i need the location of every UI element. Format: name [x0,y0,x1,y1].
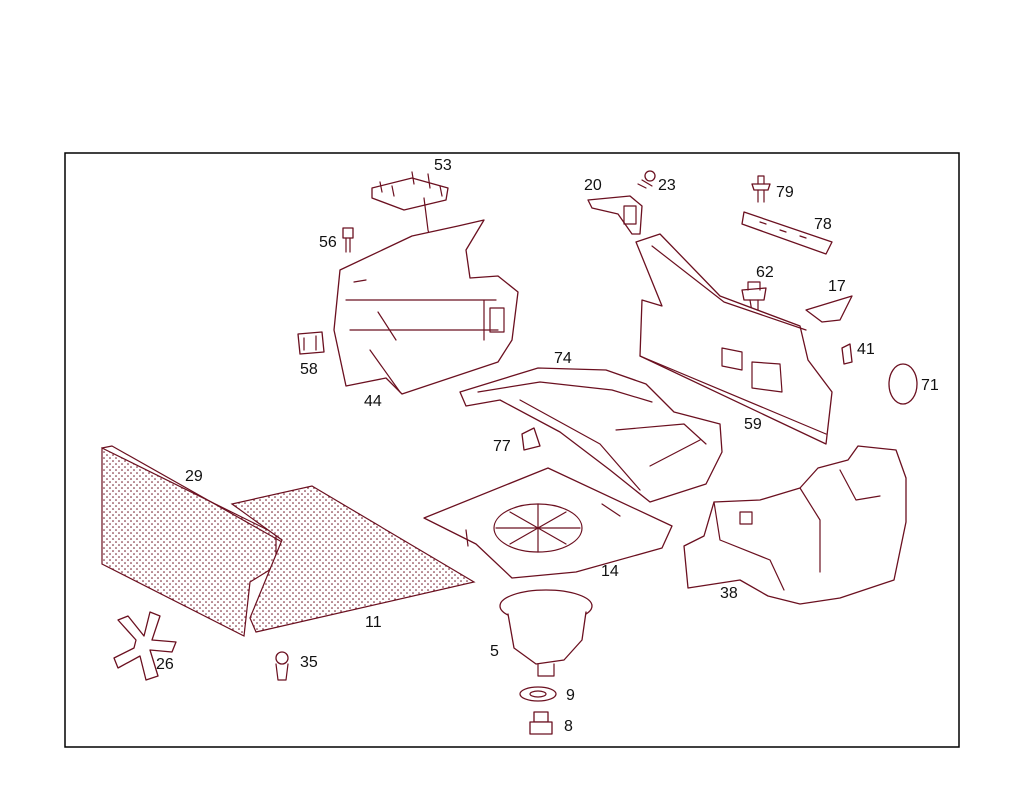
part-59-rear-panel[interactable] [635,233,833,445]
callout-62: 62 [756,264,774,281]
part-14-floor-pan[interactable] [423,467,673,579]
part-11-floor-mat[interactable] [230,485,476,633]
part-9-washer[interactable] [519,686,557,702]
part-78-strip[interactable] [741,211,833,255]
callout-38: 38 [720,585,738,602]
part-77-clip[interactable] [521,427,541,451]
callout-5: 5 [490,643,499,660]
callout-11: 11 [365,614,382,631]
callout-20: 20 [584,177,602,194]
part-35-clip[interactable] [275,651,289,681]
part-79-clip[interactable] [751,175,771,203]
callout-44: 44 [364,393,382,410]
callout-59: 59 [744,416,762,433]
part-26-fan[interactable] [113,611,177,681]
part-71-cap[interactable] [888,363,918,405]
callout-17: 17 [828,278,846,295]
part-8-bolt[interactable] [529,711,553,735]
callout-26: 26 [156,656,174,673]
part-41-clip[interactable] [841,343,853,365]
part-74-cover[interactable] [459,367,723,503]
callout-56: 56 [319,234,337,251]
callout-53: 53 [434,157,452,174]
part-44-side-trim[interactable] [333,219,519,395]
callout-74: 74 [554,350,572,367]
part-17-bracket[interactable] [805,295,853,323]
callout-79: 79 [776,184,794,201]
callout-8: 8 [564,718,573,735]
callout-78: 78 [814,216,832,233]
callout-77: 77 [493,438,511,455]
part-53-bracket[interactable] [371,171,449,246]
callout-9: 9 [566,687,575,704]
part-5-cup[interactable] [499,589,593,677]
callout-71: 71 [921,377,939,394]
part-58-clip[interactable] [297,331,325,355]
callout-29: 29 [185,468,203,485]
diagram-frame [64,152,960,748]
callout-23: 23 [658,177,676,194]
part-62-clip[interactable] [741,281,767,313]
part-56-clip[interactable] [342,227,354,253]
callout-14: 14 [601,563,619,580]
part-38-trim[interactable] [683,445,907,605]
part-23-screw[interactable] [637,170,656,189]
callout-58: 58 [300,361,318,378]
callout-35: 35 [300,654,318,671]
part-20-panel[interactable] [587,195,643,235]
callout-41: 41 [857,341,875,358]
